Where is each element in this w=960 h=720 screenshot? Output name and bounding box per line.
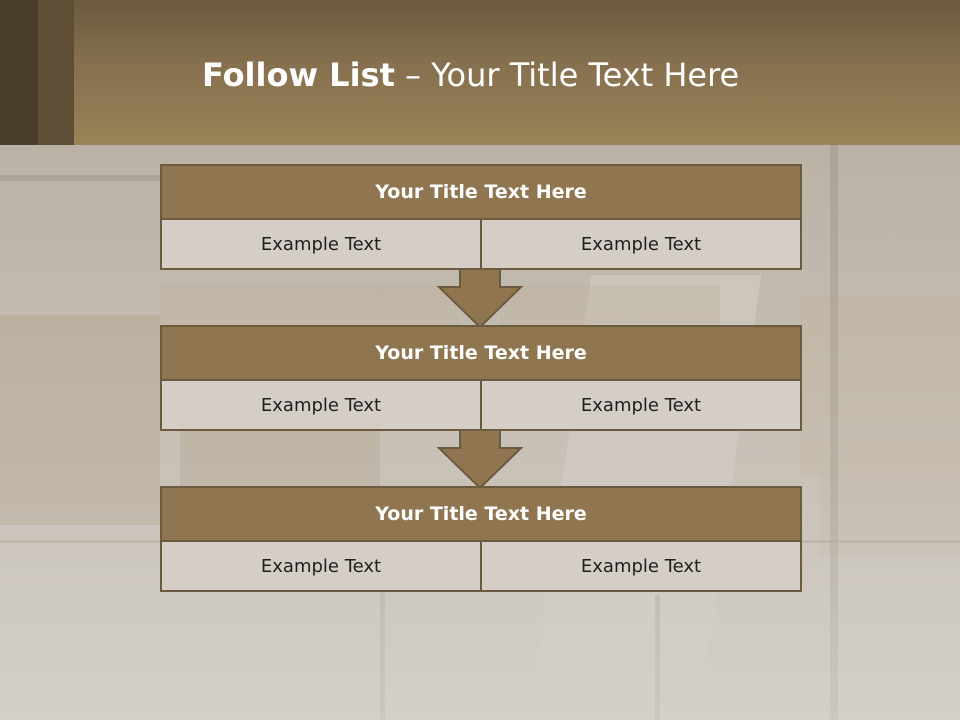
flow-block-cell: Example Text [160, 381, 482, 431]
flow-block-row: Example Text Example Text [160, 542, 802, 592]
flow-block-row: Example Text Example Text [160, 220, 802, 270]
flow-block-cell: Example Text [482, 220, 802, 270]
flow-block-title: Your Title Text Here [160, 325, 802, 381]
flow-block-row: Example Text Example Text [160, 381, 802, 431]
flow-block-2: Your Title Text Here Example Text Exampl… [160, 325, 802, 431]
flow-block-cell: Example Text [482, 381, 802, 431]
slide-title: Follow List – Your Title Text Here [202, 56, 739, 94]
header-band: Follow List – Your Title Text Here [0, 0, 960, 145]
flow-block-cell: Example Text [160, 542, 482, 592]
flow-block-cell: Example Text [160, 220, 482, 270]
slide-title-strong: Follow List [202, 56, 395, 94]
down-arrow-icon [437, 430, 523, 490]
flow-block-cell: Example Text [482, 542, 802, 592]
flow-block-title: Your Title Text Here [160, 164, 802, 220]
header-accent-mid [38, 0, 74, 145]
flow-block-3: Your Title Text Here Example Text Exampl… [160, 486, 802, 592]
flow-block-title: Your Title Text Here [160, 486, 802, 542]
slide-title-rest: – Your Title Text Here [394, 56, 740, 94]
flow-block-1: Your Title Text Here Example Text Exampl… [160, 164, 802, 270]
header-accent-dark [0, 0, 38, 145]
down-arrow-icon [437, 269, 523, 329]
